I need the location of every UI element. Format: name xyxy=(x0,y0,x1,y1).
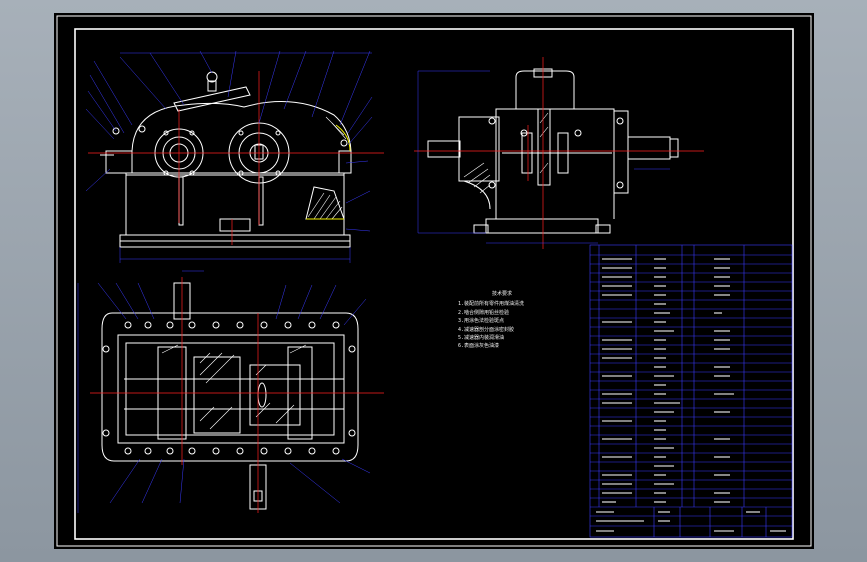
front-view-yellow-parts xyxy=(306,124,351,220)
technical-note: 5.减速器内装润滑油 xyxy=(458,335,505,342)
front-view-centerlines xyxy=(88,71,384,245)
side-view xyxy=(427,68,679,234)
plan-view-centerlines xyxy=(90,277,384,513)
bom-table-text-marks xyxy=(596,258,786,532)
technical-note: 1.装配前所有零件用煤油清洗 xyxy=(458,301,525,308)
side-view-hatching xyxy=(463,112,549,194)
drawing-sheet: 技术要求 1.装配前所有零件用煤油清洗 2.啮合侧隙用铅丝检验 3.用涂色法检验… xyxy=(54,13,814,549)
technical-note: 3.用涂色法检验斑点 xyxy=(458,318,505,325)
inner-frame xyxy=(74,28,794,540)
front-view xyxy=(100,71,352,248)
drawing-canvas xyxy=(56,15,812,547)
plan-view xyxy=(101,282,359,510)
technical-note: 6.表面涂灰色油漆 xyxy=(458,343,500,350)
front-view-leaders xyxy=(85,50,373,263)
technical-notes: 技术要求 1.装配前所有零件用煤油清洗 2.啮合侧隙用铅丝检验 3.用涂色法检验… xyxy=(458,290,546,351)
outer-frame xyxy=(56,15,812,547)
plan-view-hatching xyxy=(161,344,307,430)
side-view-centerlines xyxy=(414,57,704,249)
front-view-hatching xyxy=(307,116,347,220)
technical-note: 2.啮合侧隙用铅丝检验 xyxy=(458,309,510,316)
technical-notes-title: 技术要求 xyxy=(491,291,512,297)
plan-view-leaders xyxy=(77,270,371,513)
side-view-leaders xyxy=(417,70,670,244)
technical-note: 4.减速器剖分面涂密封胶 xyxy=(458,326,515,333)
bom-table xyxy=(589,244,793,538)
